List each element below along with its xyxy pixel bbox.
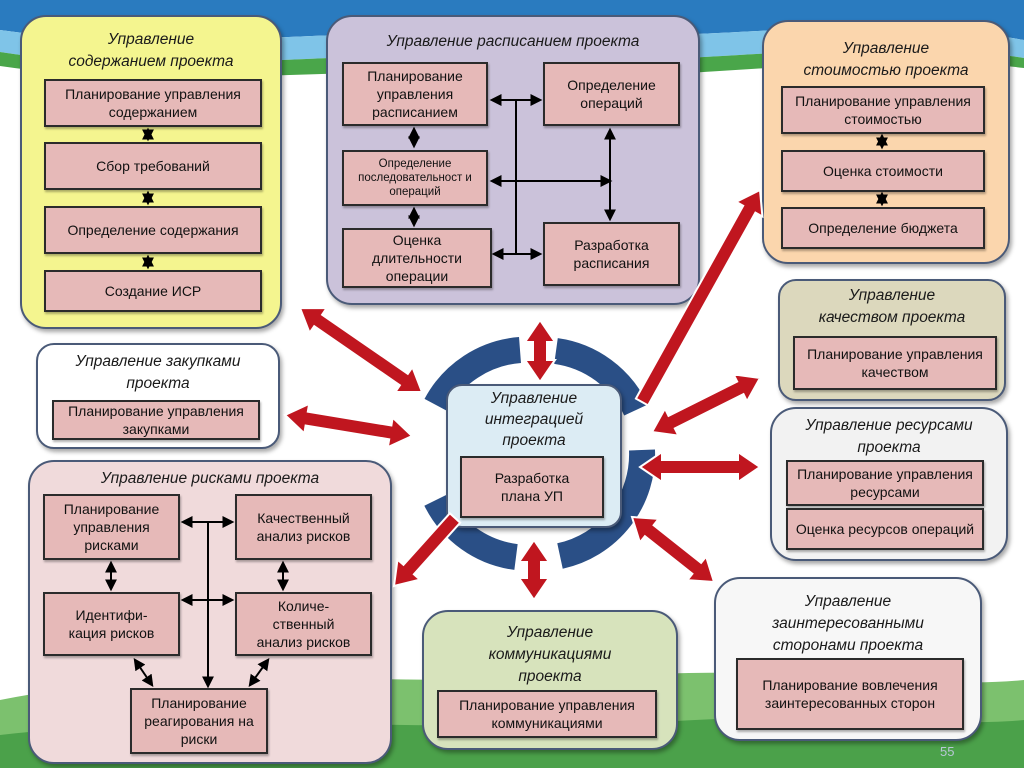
define-scope-box: Определение содержания [44, 206, 262, 254]
quality-planning-box: Планирование управления качеством [793, 336, 997, 390]
estimate-resources-box: Оценка ресурсов операций [786, 508, 984, 550]
determine-budget-label: Определение бюджета [808, 220, 958, 236]
collect-requirements-label: Сбор требований [96, 158, 210, 174]
sequence-activities-box: Определение последовательност и операций [342, 150, 488, 206]
define-activities-box: Определение операций [543, 62, 680, 126]
schedule-group-title: Управление расписанием проекта [386, 33, 640, 50]
create-wbs-label: Создание ИСР [104, 283, 202, 299]
quantitative-analysis-box: Количе- ственный анализ рисков [235, 592, 372, 656]
risk-planning-box: Планирование управления рисками [43, 494, 180, 560]
collect-requirements-box: Сбор требований [44, 142, 262, 190]
stakeholder-planning-label: Планирование вовлечения заинтересованных… [762, 677, 938, 711]
risk-group-title: Управление рисками проекта [100, 470, 320, 487]
schedule-planning-label: Планирование управления расписанием [367, 68, 463, 120]
scope-planning-box: Планирование управления содержанием [44, 79, 262, 127]
estimate-costs-label: Оценка стоимости [823, 163, 943, 179]
identify-risks-label: Иденти­фи- кация рисков [68, 607, 155, 641]
develop-schedule-box: Разработка расписания [543, 222, 680, 286]
quality-group-title: Управление качеством проекта [818, 287, 966, 326]
develop-pm-plan-label: Разработка плана УП [494, 470, 570, 504]
estimate-durations-box: Оценка длительности операции [342, 228, 492, 288]
procurement-group-title: Управление закупками проекта [75, 353, 241, 392]
develop-pm-plan-box: Разработка плана УП [460, 456, 604, 518]
define-activities-label: Определение операций [567, 77, 656, 111]
integration-group-title: Управление интеграцией проекта [484, 390, 584, 449]
sequence-activities-label: Определение последовательност и операций [358, 158, 472, 198]
stakeholder-planning-box: Планирование вовлечения заинтересованных… [736, 658, 964, 730]
estimate-resources-label: Оценка ресурсов операций [795, 521, 975, 537]
scope-group-title: Управление содержанием проекта [68, 31, 234, 70]
estimate-durations-label: Оценка длительности операции [372, 232, 462, 284]
page-number: 55 [940, 744, 955, 759]
communications-group-title: Управление коммуникациями проекта [488, 624, 612, 685]
procurement-planning-box: Планирование управления закупками [52, 400, 260, 440]
cost-planning-label: Планирование управления стоимостью [795, 93, 971, 127]
resource-group-title: Управление ресурсами проекта [805, 417, 973, 456]
communications-planning-label: Планирование управления коммуникациями [459, 697, 635, 731]
plan-risk-responses-label: Планирование реагирования на риски [144, 695, 254, 747]
estimate-costs-box: Оценка стоимости [781, 150, 985, 192]
stakeholder-group-title: Управление заинтересованными сторонами п… [772, 593, 924, 654]
risk-planning-label: Планирование управления рисками [63, 501, 160, 553]
cost-group-title: Управление стоимостью проекта [803, 40, 969, 79]
communications-planning-box: Планирование управления коммуникациями [437, 690, 657, 738]
define-scope-label: Определение содержания [67, 222, 239, 238]
qualitative-analysis-box: Качественный анализ рисков [235, 494, 372, 560]
develop-schedule-label: Разработка расписания [573, 237, 650, 271]
identify-risks-box: Иденти­фи- кация рисков [43, 592, 180, 656]
create-wbs-box: Создание ИСР [44, 270, 262, 312]
resource-planning-box: Планирование управления ресурсами [786, 460, 984, 506]
quantitative-analysis-label: Количе- ственный анализ рисков [256, 598, 351, 650]
plan-risk-responses-box: Планирование реагирования на риски [130, 688, 268, 754]
resource-planning-label: Планирование управления ресурсами [797, 466, 973, 500]
schedule-planning-box: Планирование управления расписанием [342, 62, 488, 126]
qualitative-analysis-label: Качественный анализ рисков [256, 510, 351, 544]
determine-budget-box: Определение бюджета [781, 207, 985, 249]
quality-planning-label: Планирование управления качеством [807, 346, 983, 380]
procurement-planning-label: Планирование управления закупками [68, 403, 244, 437]
cost-planning-box: Планирование управления стоимостью [781, 86, 985, 134]
scope-planning-label: Планирование управления содержанием [65, 86, 241, 120]
